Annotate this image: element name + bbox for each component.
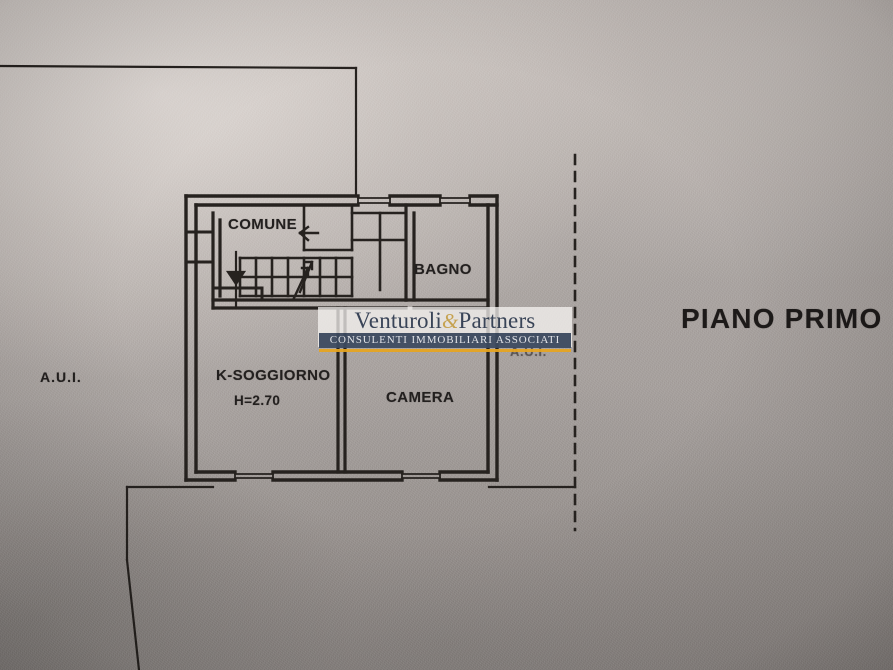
stair-direction-arrows [292, 225, 320, 300]
watermark-tagline: CONSULENTI IMMOBILIARI ASSOCIATI [329, 334, 561, 346]
watermark-brand: Venturoli&Partners [318, 308, 572, 334]
watermark-venturoli-partners: Venturoli&Partners CONSULENTI IMMOBILIAR… [318, 307, 572, 355]
door-symbol [225, 250, 247, 310]
page-title: PIANO PRIMO [681, 303, 883, 334]
room-label-comune: COMUNE [228, 216, 298, 233]
watermark-ampersand: & [441, 309, 459, 333]
room-label-k-soggiorno: K-SOGGIORNO [216, 367, 331, 384]
watermark-brand-part1: Venturoli [354, 308, 442, 333]
watermark-gold-rule [319, 349, 571, 352]
watermark-tagline-bar: CONSULENTI IMMOBILIARI ASSOCIATI [319, 333, 571, 348]
ceiling-height-annotation: H=2.70 [234, 393, 281, 408]
window-openings [234, 195, 471, 481]
room-label-camera: CAMERA [386, 389, 455, 406]
watermark-brand-part2: Partners [458, 308, 536, 333]
context-outline [0, 64, 577, 670]
staircase [238, 203, 408, 298]
room-label-bagno: BAGNO [414, 261, 472, 278]
annotation-aui-left: A.U.I. [40, 369, 82, 385]
